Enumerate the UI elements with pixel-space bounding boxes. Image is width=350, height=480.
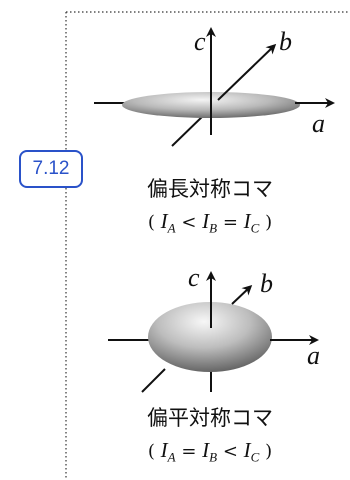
- prolate-formula-close: ): [265, 212, 273, 233]
- prolate-label-a: a: [312, 109, 325, 138]
- prolate-formula-sub-c: C: [250, 220, 260, 236]
- oblate-formula-op1: =: [181, 441, 197, 462]
- prolate-formula-i3: I: [243, 209, 251, 233]
- prolate-label-b: b: [279, 27, 292, 56]
- prolate-diagram: c b a: [94, 27, 335, 147]
- prolate-label-c: c: [194, 27, 206, 56]
- oblate-b-axis-back: [141, 368, 166, 393]
- oblate-formula: ( IA = IB < IC ): [60, 438, 350, 466]
- prolate-formula-sub-a: A: [167, 220, 176, 236]
- prolate-b-axis-back: [171, 112, 207, 147]
- prolate-formula-op1: <: [181, 212, 197, 233]
- figure-number-badge: 7.12: [19, 150, 83, 188]
- oblate-formula-open: (: [147, 441, 155, 462]
- oblate-formula-sub-c: C: [250, 449, 260, 465]
- oblate-caption: 偏平対称コマ: [147, 406, 273, 430]
- prolate-formula-i2: I: [202, 209, 210, 233]
- prolate-formula: ( IA < IB = IC ): [60, 209, 350, 237]
- oblate-formula-sub-b: B: [209, 449, 218, 465]
- oblate-formula-i1: I: [160, 438, 168, 462]
- prolate-formula-sub-b: B: [209, 220, 218, 236]
- oblate-formula-op2: <: [222, 441, 238, 462]
- prolate-formula-open: (: [147, 212, 155, 233]
- oblate-formula-sub-a: A: [167, 449, 176, 465]
- prolate-formula-i1: I: [160, 209, 168, 233]
- oblate-label-c: c: [188, 263, 200, 292]
- oblate-formula-close: ): [265, 441, 273, 462]
- oblate-formula-i2: I: [202, 438, 210, 462]
- oblate-label-a: a: [307, 341, 320, 370]
- oblate-b-axis: [231, 284, 253, 305]
- oblate-label-b: b: [260, 269, 273, 298]
- prolate-b-axis: [217, 43, 277, 101]
- prolate-formula-op2: =: [222, 212, 238, 233]
- oblate-diagram: c b a: [108, 263, 320, 393]
- oblate-formula-i3: I: [243, 438, 251, 462]
- oblate-ellipsoid: [148, 302, 272, 372]
- prolate-caption: 偏長対称コマ: [147, 177, 273, 201]
